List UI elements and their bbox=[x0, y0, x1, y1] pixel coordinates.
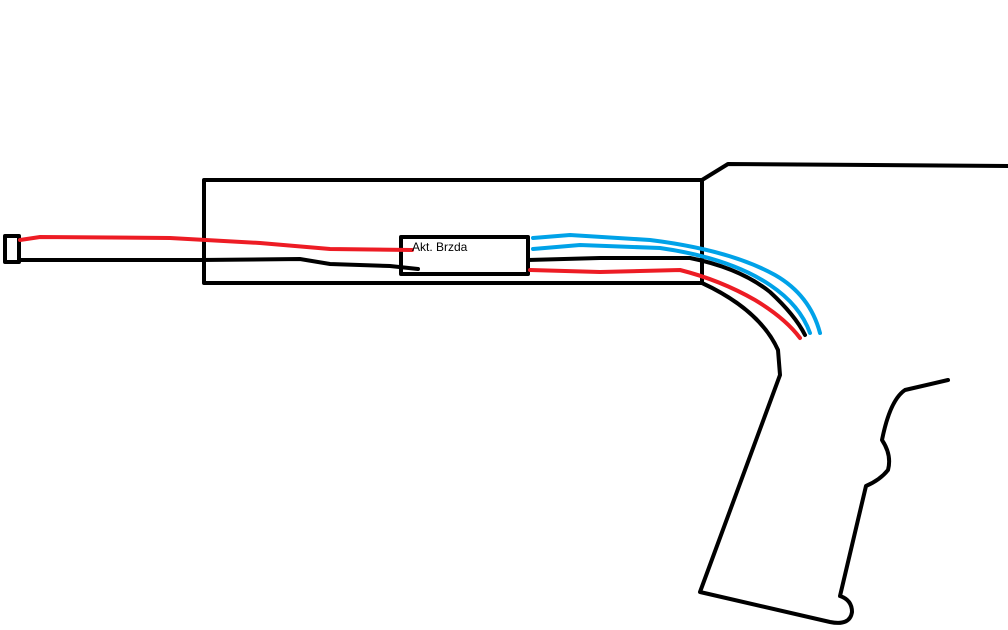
receiver-top-outline bbox=[700, 162, 1008, 182]
brake-module-box bbox=[399, 235, 530, 276]
blue-wire-output-2 bbox=[531, 242, 812, 335]
black-wire-input bbox=[18, 256, 420, 271]
black-wire-output bbox=[526, 256, 807, 337]
barrel-housing bbox=[202, 178, 704, 285]
blue-wire-output-1 bbox=[531, 232, 822, 335]
connector bbox=[3, 234, 21, 264]
brake-module-label: Akt. Brzda bbox=[412, 240, 468, 254]
red-wire-output bbox=[528, 267, 802, 340]
red-wire-input bbox=[18, 234, 414, 252]
grip-outline bbox=[698, 281, 950, 625]
